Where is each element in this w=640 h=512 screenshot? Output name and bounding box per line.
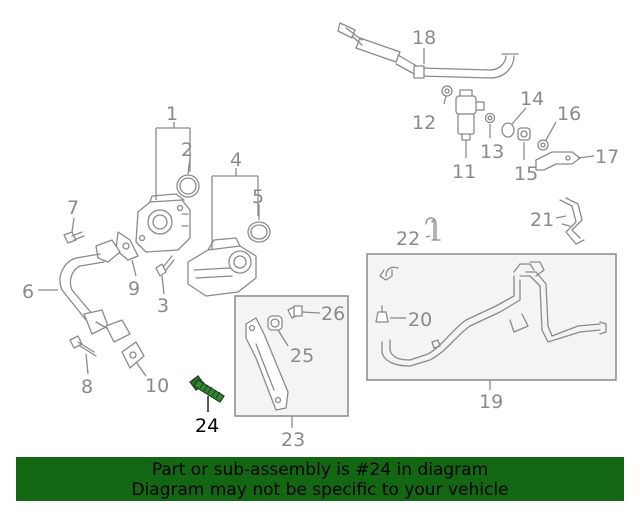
callout-15: 15 (514, 163, 538, 185)
callout-19: 19 (479, 391, 503, 413)
info-banner: Part or sub-assembly is #24 in diagram D… (16, 457, 624, 501)
callout-6: 6 (22, 281, 34, 303)
part-22-hose (425, 217, 441, 241)
part-8-bolt (69, 335, 97, 357)
callout-18: 18 (412, 27, 436, 49)
part-12-washer (441, 85, 453, 97)
callout-17: 17 (595, 146, 619, 168)
callout-3: 3 (157, 295, 169, 317)
part-19-pipe-assembly (379, 261, 607, 367)
callout-4: 4 (230, 149, 242, 171)
part-10-gasket (121, 341, 145, 369)
callout-2: 2 (181, 139, 193, 161)
callout-7: 7 (67, 197, 79, 219)
leader-lines (38, 48, 595, 428)
callout-16: 16 (557, 103, 581, 125)
callout-5: 5 (252, 186, 264, 208)
callout-22: 22 (396, 228, 420, 250)
part-25-bushing (267, 315, 283, 331)
callout-23: 23 (281, 429, 305, 451)
callout-8: 8 (81, 376, 93, 398)
callout-1: 1 (166, 103, 178, 125)
part-16-washer (537, 139, 549, 151)
part-1-egr-cooler (135, 193, 191, 253)
part-24-bolt (189, 375, 225, 403)
part-5-gasket (247, 221, 271, 243)
part-17-bracket (535, 151, 581, 171)
part-2-gasket (176, 174, 200, 198)
part-20-clip (375, 305, 389, 323)
part-4-egr-valve (187, 237, 257, 297)
part-21-hose (559, 197, 585, 245)
part-23-bracket (245, 317, 289, 411)
callout-25: 25 (290, 345, 314, 367)
banner-line-2: Diagram may not be specific to your vehi… (131, 480, 509, 500)
callout-13: 13 (480, 141, 504, 163)
callout-20: 20 (408, 309, 432, 331)
group-box-19 (366, 253, 617, 381)
callout-11: 11 (452, 161, 476, 183)
callout-21: 21 (530, 209, 554, 231)
callout-14: 14 (520, 88, 544, 110)
part-7-bolt (63, 231, 85, 244)
callout-10: 10 (145, 375, 169, 397)
callout-12: 12 (412, 112, 436, 134)
part-6-egr-pipe (59, 239, 131, 343)
part-15-sleeve (517, 127, 531, 141)
part-18-hose (337, 22, 519, 79)
part-9-gasket (115, 231, 139, 261)
banner-line-1: Part or sub-assembly is #24 in diagram (151, 460, 489, 480)
part-3-bolt (155, 255, 175, 277)
callout-9: 9 (128, 278, 140, 300)
part-26-nut (287, 305, 303, 319)
part-14-ring (501, 122, 515, 138)
callout-26: 26 (321, 303, 345, 325)
callout-24-highlighted: 24 (195, 415, 219, 437)
callout-labels: 18 12 14 16 11 13 15 17 1 2 4 5 7 22 21 … (22, 27, 619, 451)
part-13-nut (484, 112, 496, 124)
part-11-valve (455, 89, 485, 141)
